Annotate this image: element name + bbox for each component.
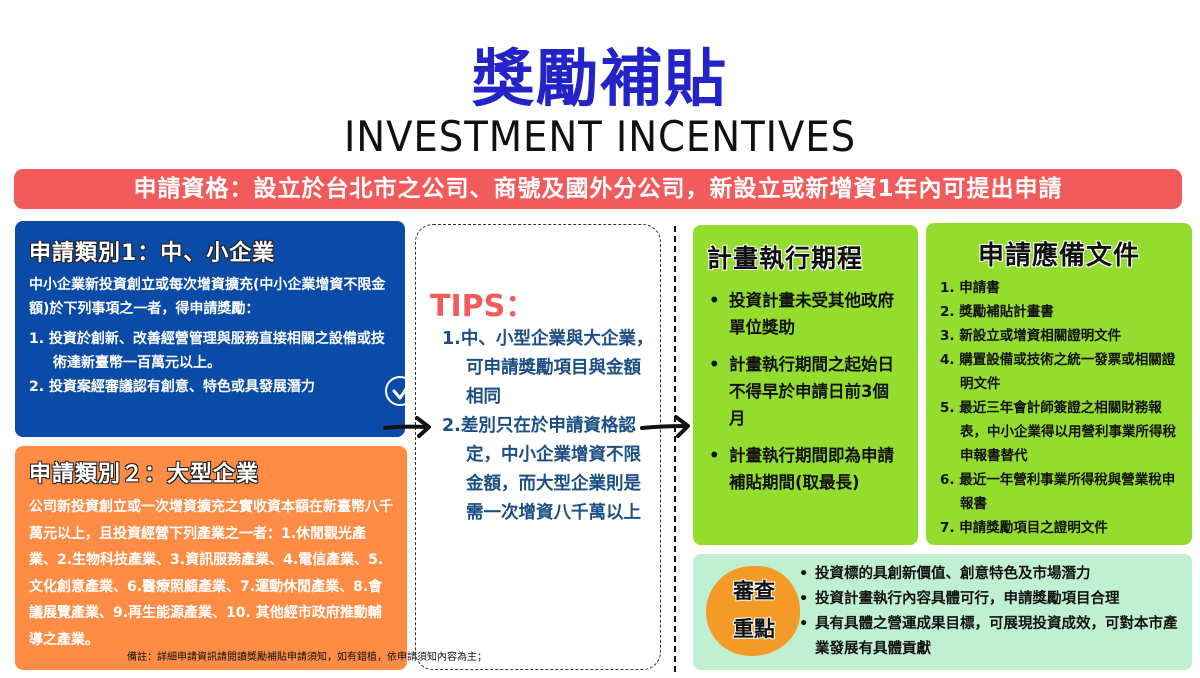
- schedule-title: 計畫執行期程: [707, 244, 864, 273]
- documents-list: 1. 申請書 2. 獎勵補貼計畫書 3. 新設立或增資相關證明文件 4. 購置設…: [940, 276, 1178, 540]
- document-item: 1. 申請書: [940, 280, 1000, 296]
- document-item: 5. 最近三年會計師簽證之相關財務報表，中小企業得以用營利事業所得稅申報書替代: [940, 400, 1176, 464]
- review-item: 投資計畫執行內容具體可行，申請獎勵項目合理: [797, 587, 1187, 612]
- tips-box: TIPS： 1.中、小型企業與大企業，可申請獎勵項目與金額相同 2.差別只在於申…: [415, 224, 661, 670]
- documents-box: 申請應備文件 1. 申請書 2. 獎勵補貼計畫書 3. 新設立或增資相關證明文件…: [926, 223, 1192, 545]
- tips-item: 2.差別只在於申請資格認定，中小企業增資不限金額，而大型企業則是需一次增資八千萬…: [442, 416, 641, 523]
- review-list: 投資標的具創新價值、創意特色及市場潛力 投資計畫執行內容具體可行，申請獎勵項目合…: [797, 562, 1187, 662]
- tips-list: 1.中、小型企業與大企業，可申請獎勵項目與金額相同 2.差別只在於申請資格認定，…: [442, 325, 657, 528]
- review-box: 審查 重點 投資標的具創新價值、創意特色及市場潛力 投資計畫執行內容具體可行，申…: [693, 554, 1192, 670]
- tips-item: 1.中、小型企業與大企業，可申請獎勵項目與金額相同: [442, 329, 654, 407]
- review-label-line1: 審查: [733, 579, 775, 603]
- schedule-item: 計畫執行期間之起始日不得早於申請日前3個月: [707, 351, 904, 432]
- document-item: 3. 新設立或增資相關證明文件: [940, 328, 1122, 344]
- category1-item: 2. 投資案經審議認有創意、特色或具發展潛力: [29, 379, 315, 395]
- document-item: 2. 獎勵補貼計畫書: [940, 304, 1054, 320]
- schedule-list: 投資計畫未受其他政府單位獎助 計畫執行期間之起始日不得早於申請日前3個月 計畫執…: [707, 287, 904, 496]
- category1-item: 1. 投資於創新、改善經營管理與服務直接相關之設備或技術達新臺幣一百萬元以上。: [29, 331, 385, 371]
- schedule-item: 計畫執行期間即為申請補貼期間(取最長): [707, 442, 904, 496]
- review-item: 具有具體之營運成果目標，可展現投資成效，可對本市產業發展有具體貢獻: [797, 612, 1187, 662]
- tips-title: TIPS：: [430, 289, 536, 324]
- documents-title: 申請應備文件: [977, 241, 1140, 271]
- schedule-item: 投資計畫未受其他政府單位獎助: [707, 287, 904, 341]
- review-label: 審查 重點: [719, 572, 789, 648]
- page-title-cn: 獎勵補貼: [471, 42, 728, 115]
- check-circle-icon: [385, 375, 416, 406]
- arrow-right-icon: [640, 415, 690, 438]
- review-blob: [706, 566, 800, 656]
- eligibility-banner: 申請資格：設立於台北市之公司、商號及國外分公司，新設立或新增資1年內可提出申請: [14, 169, 1182, 209]
- category2-description: 公司新投資創立或一次增資擴充之實收資本額在新臺幣八千萬元以上，且投資經營下列產業…: [29, 499, 393, 648]
- document-item: 7. 申請獎勵項目之證明文件: [940, 520, 1108, 536]
- document-item: 6. 最近一年營利事業所得稅與營業稅申報書: [940, 472, 1176, 512]
- footnote: 備註：詳細申請資訊請閱讀獎勵補貼申請須知，如有錯植，依申請須知內容為主；: [127, 652, 487, 663]
- schedule-box: 計畫執行期程 投資計畫未受其他政府單位獎助 計畫執行期間之起始日不得早於申請日前…: [693, 225, 918, 545]
- category1-description: 中小企業新投資創立或每次增資擴充(中小企業增資不限金額)於下列事項之一者，得申請…: [29, 277, 386, 317]
- document-item: 4. 購置設備或技術之統一發票或相關證明文件: [940, 352, 1176, 392]
- dashed-divider: [674, 226, 676, 672]
- category1-list: 1. 投資於創新、改善經營管理與服務直接相關之設備或技術達新臺幣一百萬元以上。 …: [29, 327, 391, 399]
- arrow-right-icon: [383, 416, 431, 438]
- category2-title: 申請類別２：大型企業: [29, 462, 260, 487]
- category1-box: 申請類別1：中、小企業 中小企業新投資創立或每次增資擴充(中小企業增資不限金額)…: [15, 221, 416, 437]
- category1-title: 申請類別1：中、小企業: [29, 241, 276, 266]
- page-title-en: INVESTMENT INCENTIVES: [343, 112, 857, 161]
- review-item: 投資標的具創新價值、創意特色及市場潛力: [797, 562, 1187, 587]
- category2-box: 申請類別２：大型企業 公司新投資創立或一次增資擴充之實收資本額在新臺幣八千萬元以…: [15, 446, 407, 670]
- review-label-line2: 重點: [733, 617, 775, 641]
